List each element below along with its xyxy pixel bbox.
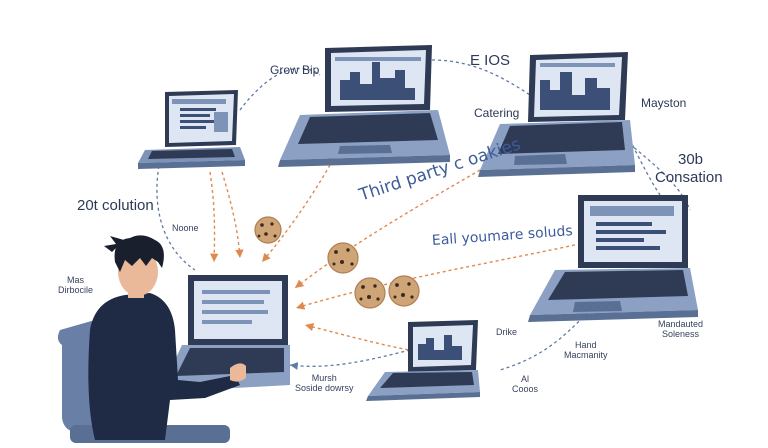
label-mursh-soside: Mursh Soside dowrsy xyxy=(295,373,354,394)
link-bottom-user xyxy=(289,349,411,370)
label-mas-dirbocile: Mas Dirbocile xyxy=(58,275,94,296)
link-top-left-center xyxy=(239,67,321,111)
laptop-icon xyxy=(160,275,290,392)
label-al-cooos: Al Cooos xyxy=(512,374,539,395)
cookie-icon xyxy=(354,277,386,309)
arrow-5 xyxy=(295,244,576,310)
cookie-arrows xyxy=(209,164,576,353)
label-noone: Noone xyxy=(172,223,199,233)
label-mandauted-soleness: Mandauted Soleness xyxy=(658,319,704,340)
arrow-4 xyxy=(294,169,481,289)
label-30b: 30b xyxy=(678,151,704,168)
label-drke: Drike xyxy=(496,327,518,337)
laptop-icon xyxy=(366,320,480,401)
label-catering: Catering xyxy=(474,106,520,120)
link-left-user xyxy=(156,159,196,271)
laptop-icon xyxy=(278,45,450,167)
laptop-icon xyxy=(528,195,698,322)
arrow-6 xyxy=(304,322,421,353)
person-icon xyxy=(88,235,246,440)
cookie-icon xyxy=(388,275,420,307)
arrow-1 xyxy=(209,171,219,263)
label-consation: Consation xyxy=(655,169,723,186)
label-eios: E IOS xyxy=(470,52,511,69)
label-mayston: Mayston xyxy=(641,96,687,110)
laptop-icon xyxy=(138,90,245,169)
label-grow-bip: Grow Bip xyxy=(270,63,320,77)
arrow-3 xyxy=(261,164,331,263)
cookie-icon xyxy=(254,216,282,244)
cookie-icon xyxy=(327,242,359,274)
link-right-down xyxy=(629,139,661,196)
label-hand-macmanity: Hand Macmanity xyxy=(564,340,608,361)
label-20t-solution: 20t colution xyxy=(77,197,154,214)
arrow-2 xyxy=(221,171,244,259)
laptop-icon xyxy=(478,52,635,177)
